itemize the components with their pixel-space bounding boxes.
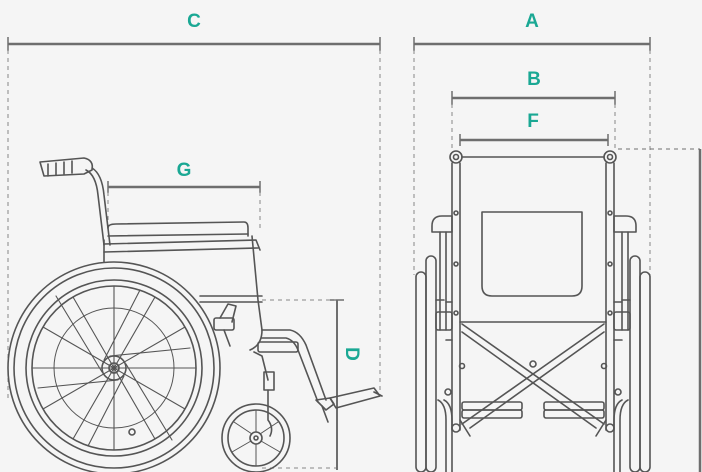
label-d: D [341, 347, 362, 361]
front-right-wheel [613, 255, 651, 472]
seat-frame [103, 221, 263, 351]
dimension-a [413, 37, 651, 51]
label-b: B [527, 69, 541, 90]
caster-wheel [221, 403, 291, 472]
brake-lever [213, 303, 237, 347]
footrest [315, 387, 383, 423]
dimension-d [330, 299, 344, 470]
side-view-wheelchair [7, 157, 383, 472]
front-frame [253, 329, 327, 407]
dimension-f [459, 134, 609, 146]
push-handle [39, 157, 111, 246]
front-seat-edge [445, 301, 623, 341]
dimension-a-guides [413, 50, 651, 275]
front-view-wheelchair [415, 150, 651, 472]
dimension-d-guides [262, 299, 336, 469]
rear-wheel [7, 261, 221, 472]
rear-wheel-spokes [31, 285, 197, 451]
footplates [451, 401, 615, 437]
dimension-b [451, 91, 616, 105]
dimension-g [107, 181, 261, 193]
label-f: F [527, 111, 539, 132]
label-g: G [177, 160, 192, 181]
dimension-g-guides [107, 192, 261, 232]
armrests [431, 215, 637, 331]
cross-brace [458, 321, 608, 429]
top-handle-knobs [449, 150, 617, 164]
backrest-panel [481, 211, 583, 297]
label-c: C [187, 11, 201, 32]
back-frame [451, 162, 615, 431]
height-dimension [618, 148, 702, 472]
dimension-c-guides [7, 50, 381, 400]
front-left-wheel [415, 255, 453, 472]
label-a: A [525, 11, 539, 32]
dimension-c [7, 37, 381, 51]
